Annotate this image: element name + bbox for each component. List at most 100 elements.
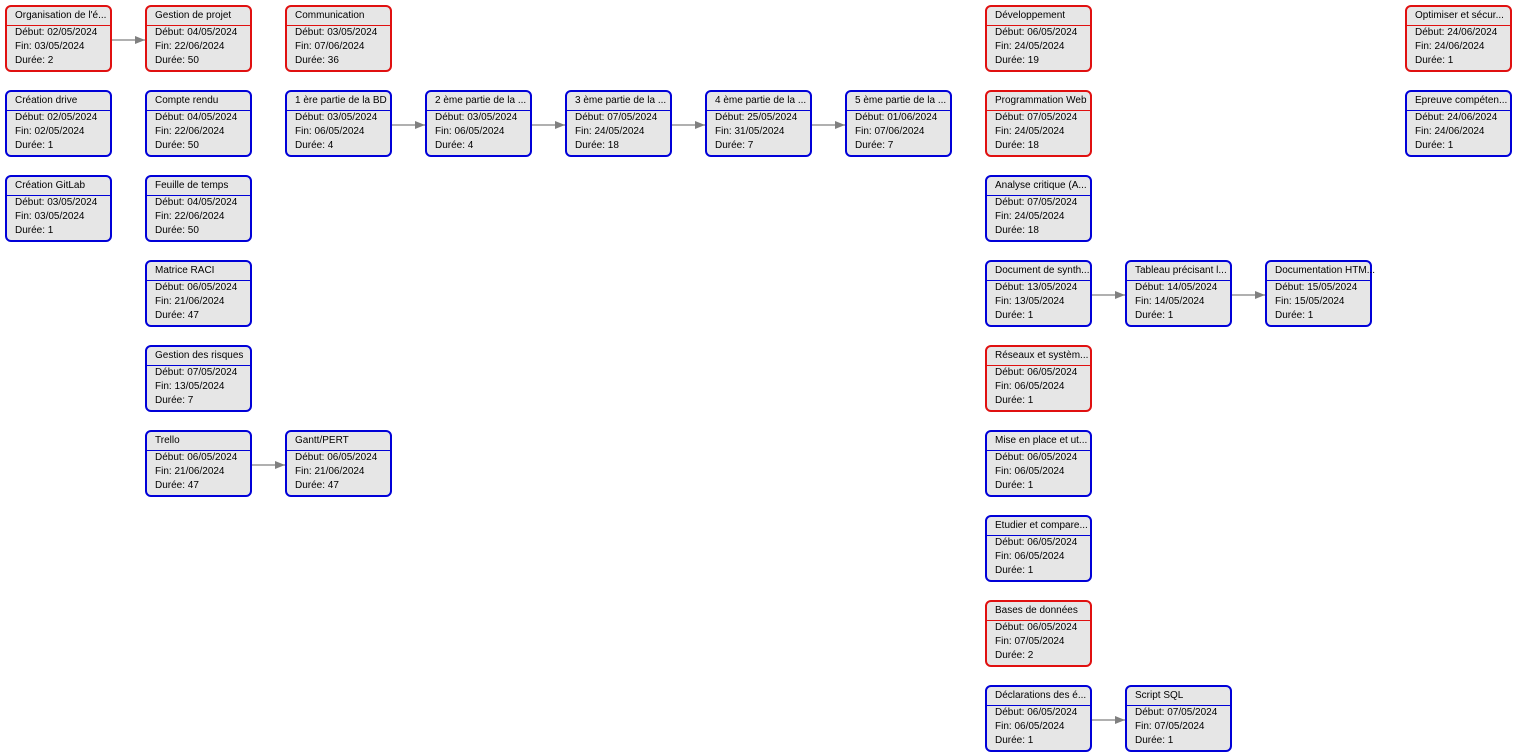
task-start: Début: 06/05/2024 (155, 282, 238, 293)
task-duration: Durée: 47 (155, 480, 199, 491)
task-name: Etudier et compare... (987, 517, 1090, 536)
task-duration: Durée: 1 (995, 565, 1034, 576)
task-start: Début: 13/05/2024 (995, 282, 1078, 293)
task-start: Début: 03/05/2024 (435, 112, 518, 123)
task-duration: Durée: 50 (155, 225, 199, 236)
task-end: Fin: 06/05/2024 (435, 126, 505, 137)
task-duration: Durée: 36 (295, 55, 339, 66)
task-name: Analyse critique (A... (987, 177, 1090, 196)
task-end: Fin: 15/05/2024 (1275, 296, 1345, 307)
task-end: Fin: 07/06/2024 (295, 41, 365, 52)
task-end: Fin: 21/06/2024 (155, 296, 225, 307)
task-end: Fin: 07/05/2024 (1135, 721, 1205, 732)
task-start: Début: 15/05/2024 (1275, 282, 1358, 293)
task-start: Début: 03/05/2024 (15, 197, 98, 208)
task-name: Document de synth... (987, 262, 1090, 281)
task-start: Début: 06/05/2024 (995, 622, 1078, 633)
task-start: Début: 25/05/2024 (715, 112, 798, 123)
task-duration: Durée: 1 (15, 225, 54, 236)
task-start: Début: 03/05/2024 (295, 112, 378, 123)
task-start: Début: 07/05/2024 (575, 112, 658, 123)
task-end: Fin: 24/05/2024 (995, 211, 1065, 222)
task-duration: Durée: 18 (995, 140, 1039, 151)
task-end: Fin: 02/05/2024 (15, 126, 85, 137)
task-end: Fin: 22/06/2024 (155, 126, 225, 137)
task-end: Fin: 24/05/2024 (995, 126, 1065, 137)
task-duration: Durée: 1 (1415, 140, 1454, 151)
task-duration: Durée: 47 (155, 310, 199, 321)
task-name: 5 ème partie de la ... (847, 92, 950, 111)
task-start: Début: 04/05/2024 (155, 27, 238, 38)
task-start: Début: 06/05/2024 (995, 367, 1078, 378)
task-name: Développement (987, 7, 1090, 26)
task-start: Début: 07/05/2024 (995, 197, 1078, 208)
task-name: Déclarations des é... (987, 687, 1090, 706)
task-name: 2 ème partie de la ... (427, 92, 530, 111)
task-end: Fin: 06/05/2024 (995, 721, 1065, 732)
task-duration: Durée: 1 (1135, 310, 1174, 321)
task-duration: Durée: 18 (995, 225, 1039, 236)
task-name: Gestion de projet (147, 7, 250, 26)
task-start: Début: 07/05/2024 (1135, 707, 1218, 718)
task-duration: Durée: 4 (435, 140, 474, 151)
task-duration: Durée: 1 (1275, 310, 1314, 321)
task-name: Script SQL (1127, 687, 1230, 706)
task-name: Matrice RACI (147, 262, 250, 281)
task-start: Début: 24/06/2024 (1415, 112, 1498, 123)
task-end: Fin: 24/05/2024 (995, 41, 1065, 52)
task-name: Création drive (7, 92, 110, 111)
task-duration: Durée: 7 (715, 140, 754, 151)
task-end: Fin: 07/06/2024 (855, 126, 925, 137)
task-duration: Durée: 19 (995, 55, 1039, 66)
task-duration: Durée: 7 (855, 140, 894, 151)
task-start: Début: 04/05/2024 (155, 197, 238, 208)
task-start: Début: 02/05/2024 (15, 27, 98, 38)
task-start: Début: 06/05/2024 (295, 452, 378, 463)
task-name: Bases de données (987, 602, 1090, 621)
task-end: Fin: 06/05/2024 (995, 551, 1065, 562)
task-name: Compte rendu (147, 92, 250, 111)
task-duration: Durée: 1 (1415, 55, 1454, 66)
task-end: Fin: 21/06/2024 (295, 466, 365, 477)
task-name: Optimiser et sécur... (1407, 7, 1510, 26)
task-name: Communication (287, 7, 390, 26)
task-duration: Durée: 50 (155, 140, 199, 151)
task-end: Fin: 24/06/2024 (1415, 126, 1485, 137)
task-start: Début: 06/05/2024 (995, 452, 1078, 463)
task-duration: Durée: 1 (995, 310, 1034, 321)
task-duration: Durée: 1 (1135, 735, 1174, 746)
task-start: Début: 07/05/2024 (155, 367, 238, 378)
task-name: Tableau précisant l... (1127, 262, 1230, 281)
